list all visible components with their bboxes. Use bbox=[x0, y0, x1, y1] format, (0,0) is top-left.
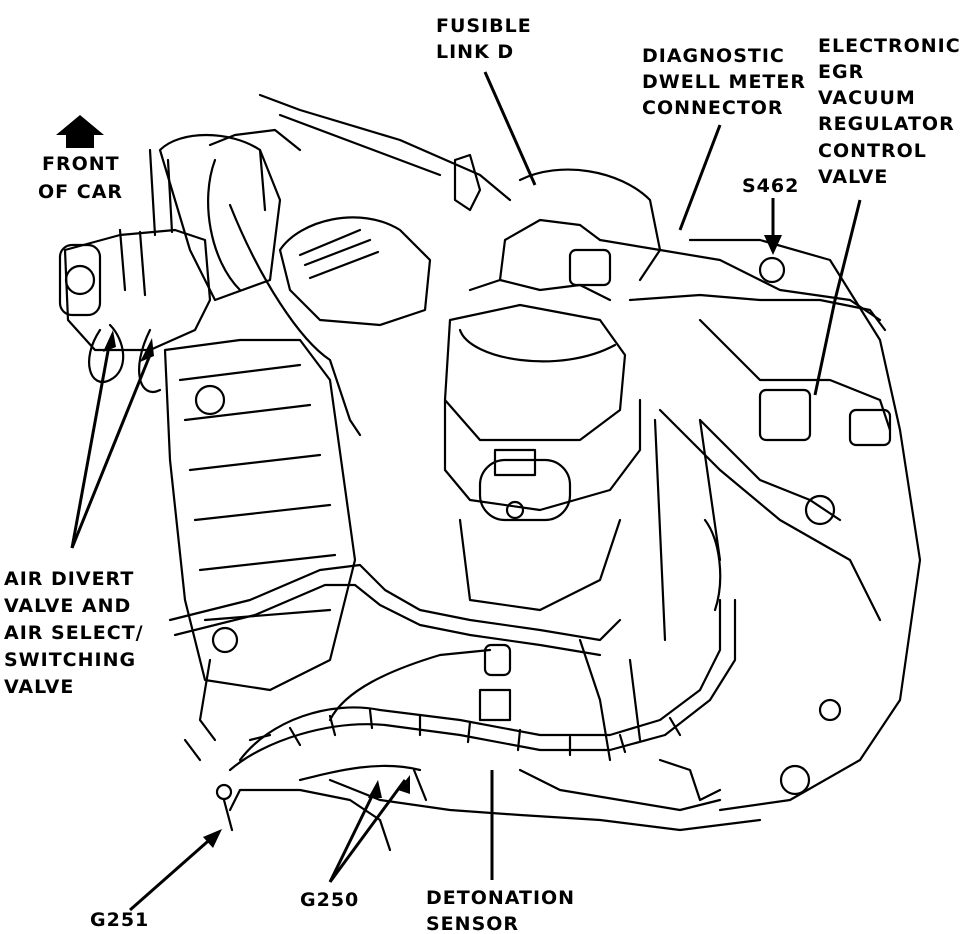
front-of-car-arrow-icon bbox=[56, 115, 104, 148]
g251-arrowhead bbox=[203, 829, 222, 848]
g250-leader-1 bbox=[328, 789, 377, 883]
svg-text:LINK D: LINK D bbox=[436, 41, 514, 63]
label-s462: S462 bbox=[742, 175, 799, 197]
svg-text:DIAGNOSTIC: DIAGNOSTIC bbox=[642, 45, 785, 67]
label-fusible-link: FUSIBLE LINK D bbox=[436, 15, 532, 63]
svg-text:VACUUM: VACUUM bbox=[818, 87, 916, 109]
label-dwell-meter-connector: DIAGNOSTIC DWELL METER CONNECTOR bbox=[642, 45, 806, 119]
svg-text:SWITCHING: SWITCHING bbox=[4, 649, 136, 671]
label-detonation-sensor: DETONATION SENSOR bbox=[426, 887, 575, 934]
label-g250: G250 bbox=[300, 889, 359, 911]
leader-lines bbox=[70, 71, 862, 912]
svg-text:OF CAR: OF CAR bbox=[38, 181, 123, 203]
g250-arrowhead-1 bbox=[368, 780, 382, 798]
g251-leader bbox=[129, 833, 216, 912]
svg-text:VALVE AND: VALVE AND bbox=[4, 595, 131, 617]
air-divert-arrowhead-2 bbox=[140, 338, 154, 362]
svg-text:ELECTRONIC: ELECTRONIC bbox=[818, 35, 960, 57]
air-divert-leader-1 bbox=[70, 339, 112, 549]
svg-text:VALVE: VALVE bbox=[818, 166, 888, 188]
svg-text:FUSIBLE: FUSIBLE bbox=[436, 15, 532, 37]
svg-text:VALVE: VALVE bbox=[4, 676, 74, 698]
g250-arrowhead-2 bbox=[398, 775, 410, 794]
air-divert-arrowhead-1 bbox=[103, 330, 116, 352]
label-air-divert-valve: AIR DIVERT VALVE AND AIR SELECT/ SWITCHI… bbox=[4, 568, 144, 698]
fusible-link-leader bbox=[483, 71, 537, 186]
svg-text:CONNECTOR: CONNECTOR bbox=[642, 97, 784, 119]
air-divert-leader-2 bbox=[70, 354, 152, 549]
svg-text:AIR DIVERT: AIR DIVERT bbox=[4, 568, 134, 590]
label-front-of-car: FRONT OF CAR bbox=[38, 153, 123, 203]
svg-text:EGR: EGR bbox=[818, 61, 864, 83]
svg-text:DWELL METER: DWELL METER bbox=[642, 71, 806, 93]
svg-text:CONTROL: CONTROL bbox=[818, 140, 927, 162]
svg-text:SENSOR: SENSOR bbox=[426, 913, 519, 934]
egr-valve-leader bbox=[813, 199, 862, 396]
svg-text:DETONATION: DETONATION bbox=[426, 887, 575, 909]
dwell-meter-leader bbox=[678, 124, 722, 231]
engine-illustration bbox=[58, 93, 922, 852]
svg-text:AIR SELECT/: AIR SELECT/ bbox=[4, 622, 144, 644]
label-egr-vacuum-regulator: ELECTRONIC EGR VACUUM REGULATOR CONTROL … bbox=[818, 35, 960, 188]
s462-arrowhead bbox=[764, 235, 782, 255]
label-g251: G251 bbox=[90, 909, 149, 931]
svg-text:FRONT: FRONT bbox=[42, 153, 120, 175]
g250-leader-2 bbox=[328, 779, 407, 883]
svg-text:REGULATOR: REGULATOR bbox=[818, 113, 955, 135]
